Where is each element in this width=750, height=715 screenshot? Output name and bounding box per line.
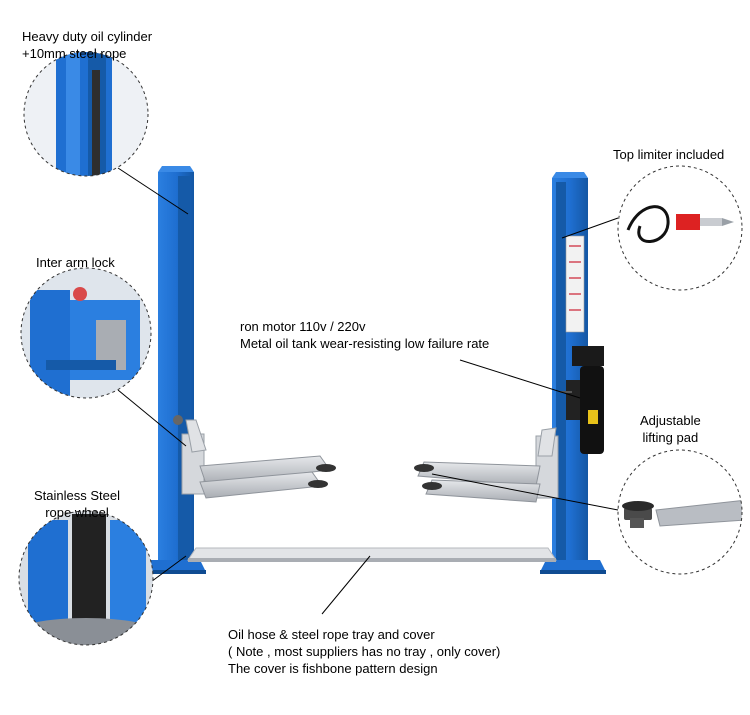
arm-lock-callout-line1: Inter arm lock <box>36 255 115 270</box>
cylinder-detail-circle <box>23 51 149 177</box>
right-post <box>540 172 606 574</box>
top-limiter-callout-label: Top limiter included <box>613 146 724 163</box>
motor-callout-line2: Metal oil tank wear-resisting low failur… <box>240 336 490 351</box>
lifting-pad-callout-label: Adjustable lifting pad <box>640 412 701 446</box>
cylinder-callout-line1: Heavy duty oil cylinder <box>22 29 153 44</box>
tray-callout-line2: ( Note , most suppliers has no tray , on… <box>228 644 501 659</box>
rope-wheel-callout-label: Stainless Steel rope wheel <box>34 487 120 521</box>
lifting-pad-detail-circle <box>617 449 743 575</box>
cylinder-callout-label: Heavy duty oil cylinder +10mm steel rope <box>22 28 152 62</box>
tray-callout-line1: Oil hose & steel rope tray and cover <box>228 627 435 642</box>
rope-wheel-callout-line1: Stainless Steel <box>34 488 120 503</box>
lifting-pad-callout-line2: lifting pad <box>642 430 699 445</box>
motor-callout-line1: ron motor 110v / 220v <box>240 319 366 334</box>
arm-lock-detail-circle <box>20 267 152 399</box>
arm-lock-callout-label: Inter arm lock <box>36 254 115 271</box>
right-arms <box>414 427 559 503</box>
floor-tray <box>187 547 557 562</box>
top-limiter-detail-circle <box>617 165 743 291</box>
motor-callout-label: ron motor 110v / 220v Metal oil tank wea… <box>240 318 489 352</box>
lifting-pad-callout-line1: Adjustable <box>640 413 701 428</box>
left-post <box>140 166 206 574</box>
cylinder-callout-line2: +10mm steel rope <box>22 46 127 61</box>
left-arms <box>181 419 336 499</box>
tray-callout-line3: The cover is fishbone pattern design <box>228 661 438 676</box>
motor-unit <box>560 346 604 454</box>
tray-callout-label: Oil hose & steel rope tray and cover ( N… <box>228 626 500 677</box>
leader-lines <box>117 167 619 615</box>
top-limiter-callout-line1: Top limiter included <box>613 147 725 162</box>
rope-wheel-detail-circle <box>18 510 154 646</box>
rope-wheel-callout-line2: rope wheel <box>45 505 109 520</box>
